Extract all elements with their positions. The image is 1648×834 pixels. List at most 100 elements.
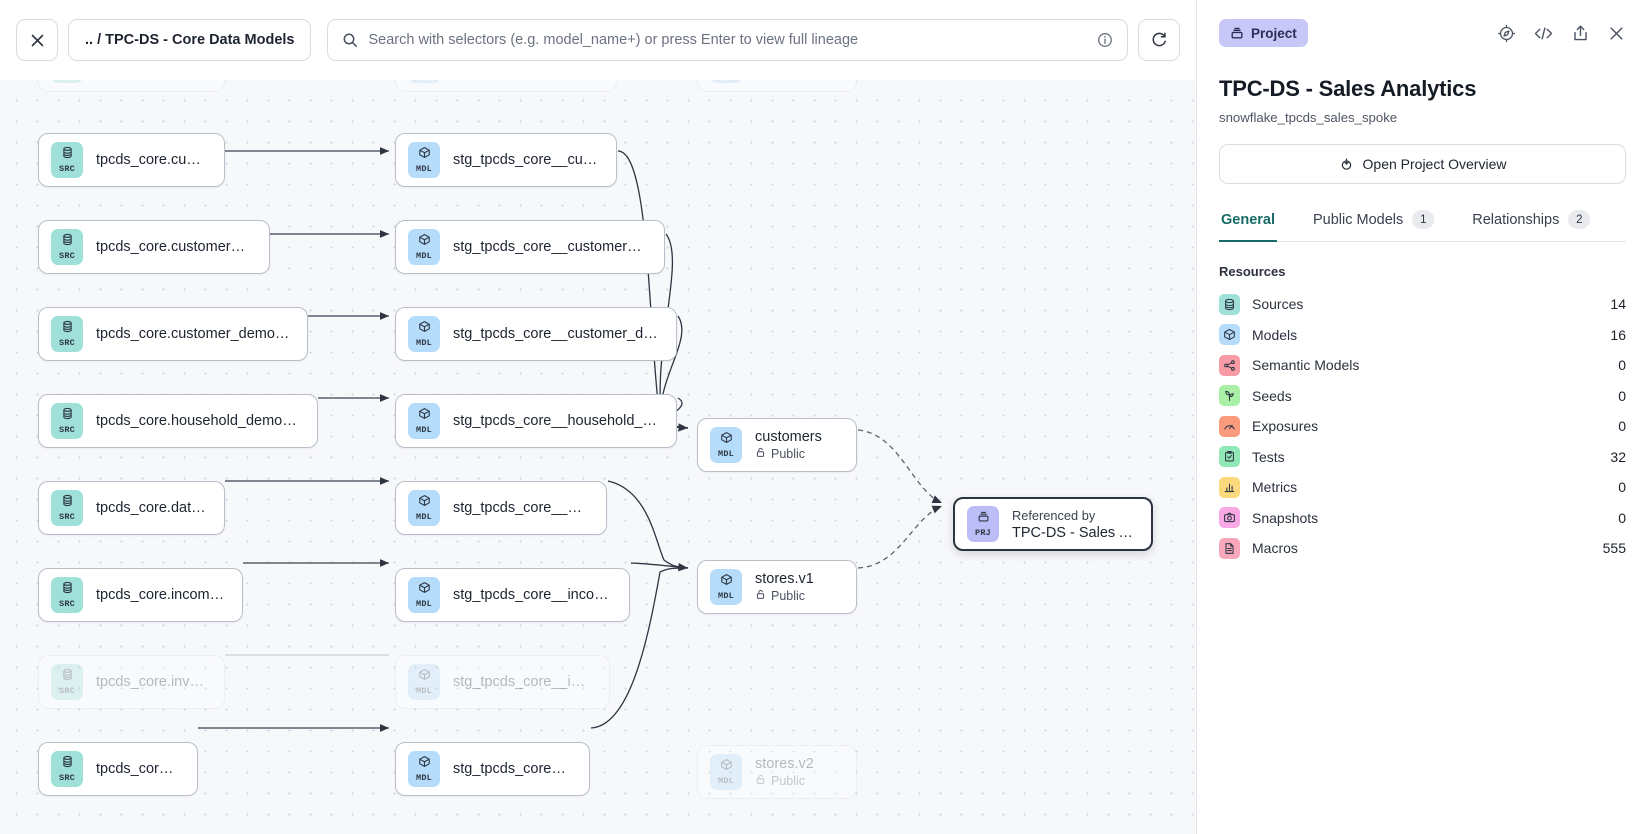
graph-node[interactable]: MDLstg_tpcds_core__customer_demogra… [395,307,677,361]
graph-node[interactable]: MDL stg_tpcds_core__store [395,742,590,796]
graph-node[interactable]: SRC tpcds_core.customer_demographics [38,307,308,361]
resource-name: Sources [1252,296,1304,313]
graph-node[interactable]: MDL stg_tpcds_core__date_dim [395,481,607,535]
resource-name: Semantic Models [1252,357,1360,374]
project-identifier: snowflake_tpcds_sales_spoke [1219,110,1398,125]
graph-node-title: stg_tpcds_core__income_band [453,587,613,603]
resource-name: Seeds [1252,387,1292,404]
src-badge-icon: SRC [51,403,83,439]
graph-node-body: stg_tpcds_core__store [453,761,573,777]
explore-icon[interactable] [1497,24,1516,43]
panel-header: Project [1219,16,1626,50]
tab-label: General [1221,211,1275,228]
resource-count: 0 [1618,387,1626,404]
close-lineage-button[interactable] [16,19,58,61]
open-project-overview-button[interactable]: Open Project Overview [1219,144,1626,184]
code-icon[interactable] [1533,24,1554,43]
resource-row[interactable]: Snapshots 0 [1219,503,1626,534]
graph-node-title: stg_tpcds_core__store [453,761,573,777]
panel-actions [1497,24,1626,43]
breadcrumb-label: .. / TPC-DS - Core Data Models [85,32,295,48]
file-icon [1219,537,1240,559]
refresh-button[interactable] [1138,19,1180,61]
details-panel: Project [1196,0,1648,834]
graph-icon [1219,354,1240,376]
graph-node-visibility-label: Public [771,774,806,788]
project-icon [1230,26,1244,40]
resource-count: 0 [1618,418,1626,435]
graph-node-visibility-label: Public [771,589,806,603]
lock-icon [755,447,766,461]
mdl-badge-icon: MDL [408,490,440,526]
lineage-canvas[interactable]: SRCtpcds_core.call_centerMDLstg_tpcds_co… [0,0,1196,834]
graph-node-title: tpcds_core.income_band [96,587,226,603]
graph-node-body: stg_tpcds_core__household_demogr… [453,413,660,429]
lineage-search[interactable] [327,19,1128,61]
mdl-badge-icon: MDL [408,229,440,265]
graph-node-title: customers [755,429,822,445]
close-panel-icon[interactable] [1607,24,1626,43]
graph-node-title: stores.v1 [755,571,814,587]
page-title: TPC-DS - Sales Analytics [1219,76,1477,101]
tab-general[interactable]: General [1219,206,1277,242]
share-icon[interactable] [1571,24,1590,43]
resource-name: Macros [1252,540,1298,557]
graph-node-title: stg_tpcds_core__household_demogr… [453,413,660,429]
src-badge-icon: SRC [51,664,83,700]
close-icon [29,32,46,49]
project-type-label: Project [1251,25,1297,41]
lineage-toolbar: .. / TPC-DS - Core Data Models [0,0,1196,80]
mdl-badge-icon: MDL [710,569,742,605]
overview-icon [1339,157,1354,172]
resource-count: 0 [1618,479,1626,496]
project-type-chip[interactable]: Project [1219,19,1308,47]
graph-node-title: tpcds_core.customer_demographics [96,326,291,342]
search-input[interactable] [368,32,1087,48]
mdl-badge-icon: MDL [408,403,440,439]
refresh-icon [1150,31,1168,49]
mdl-badge-icon: MDL [408,142,440,178]
graph-node-body: tpcds_core.inventory [96,674,208,690]
resource-name: Exposures [1252,418,1319,435]
info-icon[interactable] [1097,32,1113,48]
src-badge-icon: SRC [51,316,83,352]
resource-name: Snapshots [1252,509,1319,526]
src-badge-icon: SRC [51,229,83,265]
breadcrumb[interactable]: .. / TPC-DS - Core Data Models [68,19,312,61]
resource-row[interactable]: Exposures 0 [1219,411,1626,442]
lock-icon [755,774,766,788]
graph-node[interactable]: MDL stg_tpcds_core__household_demogr… [395,394,677,448]
bar-chart-icon [1219,476,1240,498]
tab-label: Relationships [1472,211,1560,228]
cube-icon [1219,324,1240,346]
resource-row[interactable]: Seeds 0 [1219,381,1626,412]
resource-count: 0 [1618,509,1626,526]
graph-node-visibility-label: Public [771,447,806,461]
resource-name: Models [1252,326,1298,343]
mdl-badge-icon: MDL [408,751,440,787]
graph-node-title: stg_tpcds_core__date_dim [453,500,590,516]
